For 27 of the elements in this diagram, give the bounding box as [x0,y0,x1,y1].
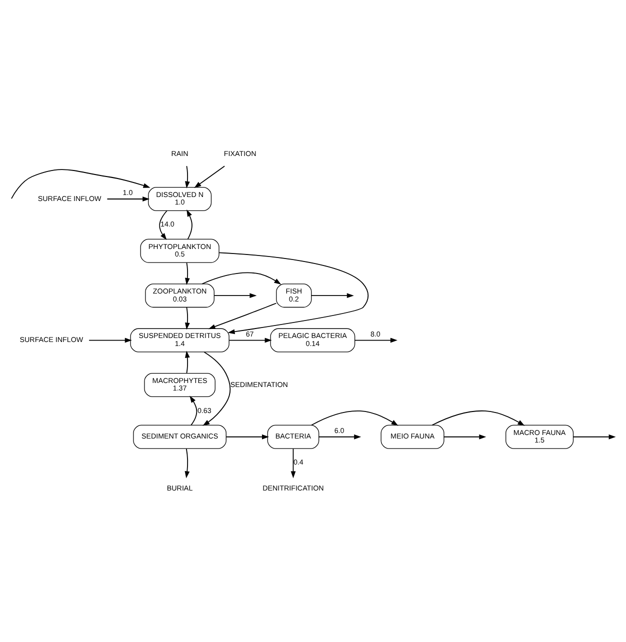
arrow [290,448,296,478]
arrow [184,262,190,284]
arrow [226,434,269,439]
arrow [208,302,277,329]
arrow [228,337,272,342]
arrow [310,292,354,298]
arrow [311,410,398,426]
arrow [11,168,150,199]
arrow [202,272,282,284]
arrow [218,252,369,334]
arrow [354,337,398,342]
arrow [572,434,616,439]
arrow [88,337,132,342]
arrow [186,209,192,240]
arrow [184,350,190,374]
arrow [444,434,486,439]
arrow [214,292,257,298]
arrow [194,165,225,188]
arrow [106,196,150,201]
arrow [318,434,362,439]
arrow [184,448,190,478]
arrow [184,165,190,188]
arrow [190,395,198,425]
arrow [432,410,525,426]
arrow [159,210,168,240]
arrow [202,351,231,426]
arrow [184,306,190,330]
